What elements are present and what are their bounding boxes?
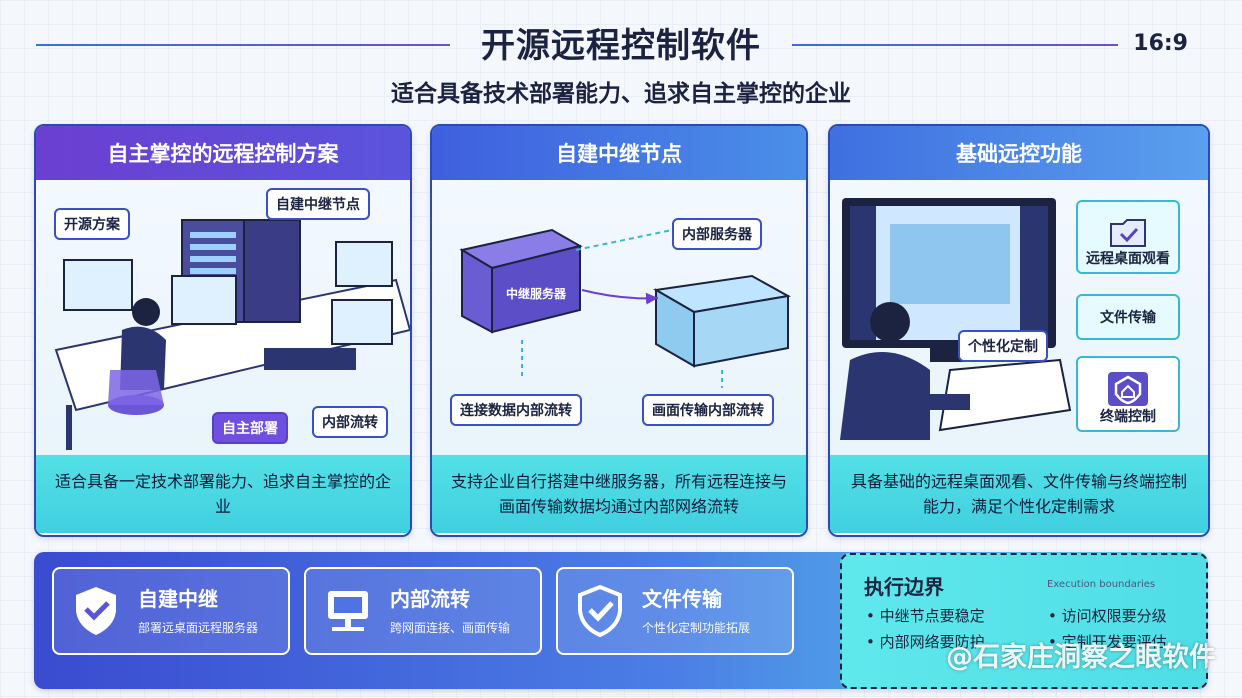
header-divider-left [36, 44, 450, 46]
tag-customization: 个性化定制 [958, 330, 1048, 362]
feature-label: 文件传输 [1100, 310, 1156, 326]
tag-screen-flow: 画面传输内部流转 [642, 394, 774, 426]
feature-label: 终端控制 [1100, 409, 1156, 425]
relay-server-label: 中继服务器 [506, 286, 567, 301]
monitor-network-icon [328, 591, 368, 631]
panel-illustration: 个性化定制 远程桌面观看 文件传输 终端控制 [830, 180, 1208, 455]
panel-description: 支持企业自行搭建中继服务器，所有远程连接与画面传输数据均通过内部网络流转 [432, 455, 806, 533]
tag-relay-node: 自建中继节点 [266, 188, 370, 220]
exec-item: • 访问权限要分级 [1048, 607, 1167, 625]
aspect-ratio-label: 16:9 [1133, 31, 1188, 56]
panel-illustration: 中继服务器 内部服务器 连接数据内部流转 画面传输内部流转 [432, 180, 806, 455]
relay-illustration: 中继服务器 [459, 228, 791, 388]
office-illustration [54, 219, 410, 450]
panel-basic-features: 基础远控功能 个性化定制 远程桌面观看 文件传输 终端控制 具备基础的远程桌面观… [828, 124, 1210, 537]
card-subtitle: 部署远桌面远程服务器 [138, 621, 259, 635]
panel-description: 具备基础的远程桌面观看、文件传输与终端控制能力，满足个性化定制需求 [830, 455, 1208, 533]
desktop-illustration [840, 198, 1072, 440]
panel-relay-node: 自建中继节点 中继服务器 内部服务器 连接数据内部流转 画面传输内部流转 支持企… [430, 124, 808, 537]
panel-title: 自主掌控的远程控制方案 [36, 126, 410, 180]
feature-terminal-control: 终端控制 [1076, 356, 1180, 432]
page-subtitle: 适合具备技术部署能力、追求自主掌控的企业 [391, 81, 851, 107]
card-file-transfer: 文件传输 个性化定制功能拓展 [556, 567, 794, 655]
card-subtitle: 跨网面连接、画面传输 [390, 621, 511, 635]
tag-open-source: 开源方案 [54, 208, 130, 240]
tag-self-deploy: 自主部署 [212, 412, 288, 444]
tag-internal-server: 内部服务器 [672, 218, 762, 250]
panel-description: 适合具备一定技术部署能力、追求自主掌控的企业 [36, 455, 410, 533]
folder-check-icon [1110, 219, 1146, 247]
exec-item: • 中继节点要稳定 [866, 607, 985, 625]
watermark: @石家庄洞察之眼软件 [946, 642, 1216, 673]
header-divider-right [792, 44, 1118, 46]
card-title: 文件传输 [642, 587, 722, 611]
feature-label: 远程桌面观看 [1086, 251, 1170, 267]
exec-note: Execution boundaries [1047, 579, 1156, 590]
panel-self-control: 自主掌控的远程控制方案 开源方案 自建中继节点 自主部署 内部流转 适合具备一定… [34, 124, 412, 537]
tag-internal-flow: 内部流转 [312, 406, 388, 438]
exec-item: • 内部网络要防护 [866, 633, 985, 651]
card-self-relay: 自建中继 部署远桌面远程服务器 [52, 567, 290, 655]
card-title: 内部流转 [390, 587, 470, 611]
panel-illustration: 开源方案 自建中继节点 自主部署 内部流转 [36, 180, 410, 455]
execution-boundary-box: 执行边界 Execution boundaries • 中继节点要稳定 • 访问… [840, 553, 1208, 689]
tag-connection-flow: 连接数据内部流转 [450, 394, 582, 426]
card-internal-flow: 内部流转 跨网面连接、画面传输 [304, 567, 542, 655]
exec-title: 执行边界 [864, 575, 944, 599]
page-title: 开源远程控制软件 [481, 26, 761, 66]
shield-home-icon [1108, 372, 1148, 406]
exec-item: • 定制开发要评估 [1048, 633, 1167, 651]
shield-check-icon [578, 584, 622, 638]
shield-check-icon [76, 587, 116, 635]
feature-remote-desktop: 远程桌面观看 [1076, 200, 1180, 274]
panel-title: 自建中继节点 [432, 126, 806, 180]
feature-file-transfer: 文件传输 [1076, 294, 1180, 340]
card-title: 自建中继 [138, 587, 218, 611]
panel-title: 基础远控功能 [830, 126, 1208, 180]
card-subtitle: 个性化定制功能拓展 [642, 621, 751, 635]
